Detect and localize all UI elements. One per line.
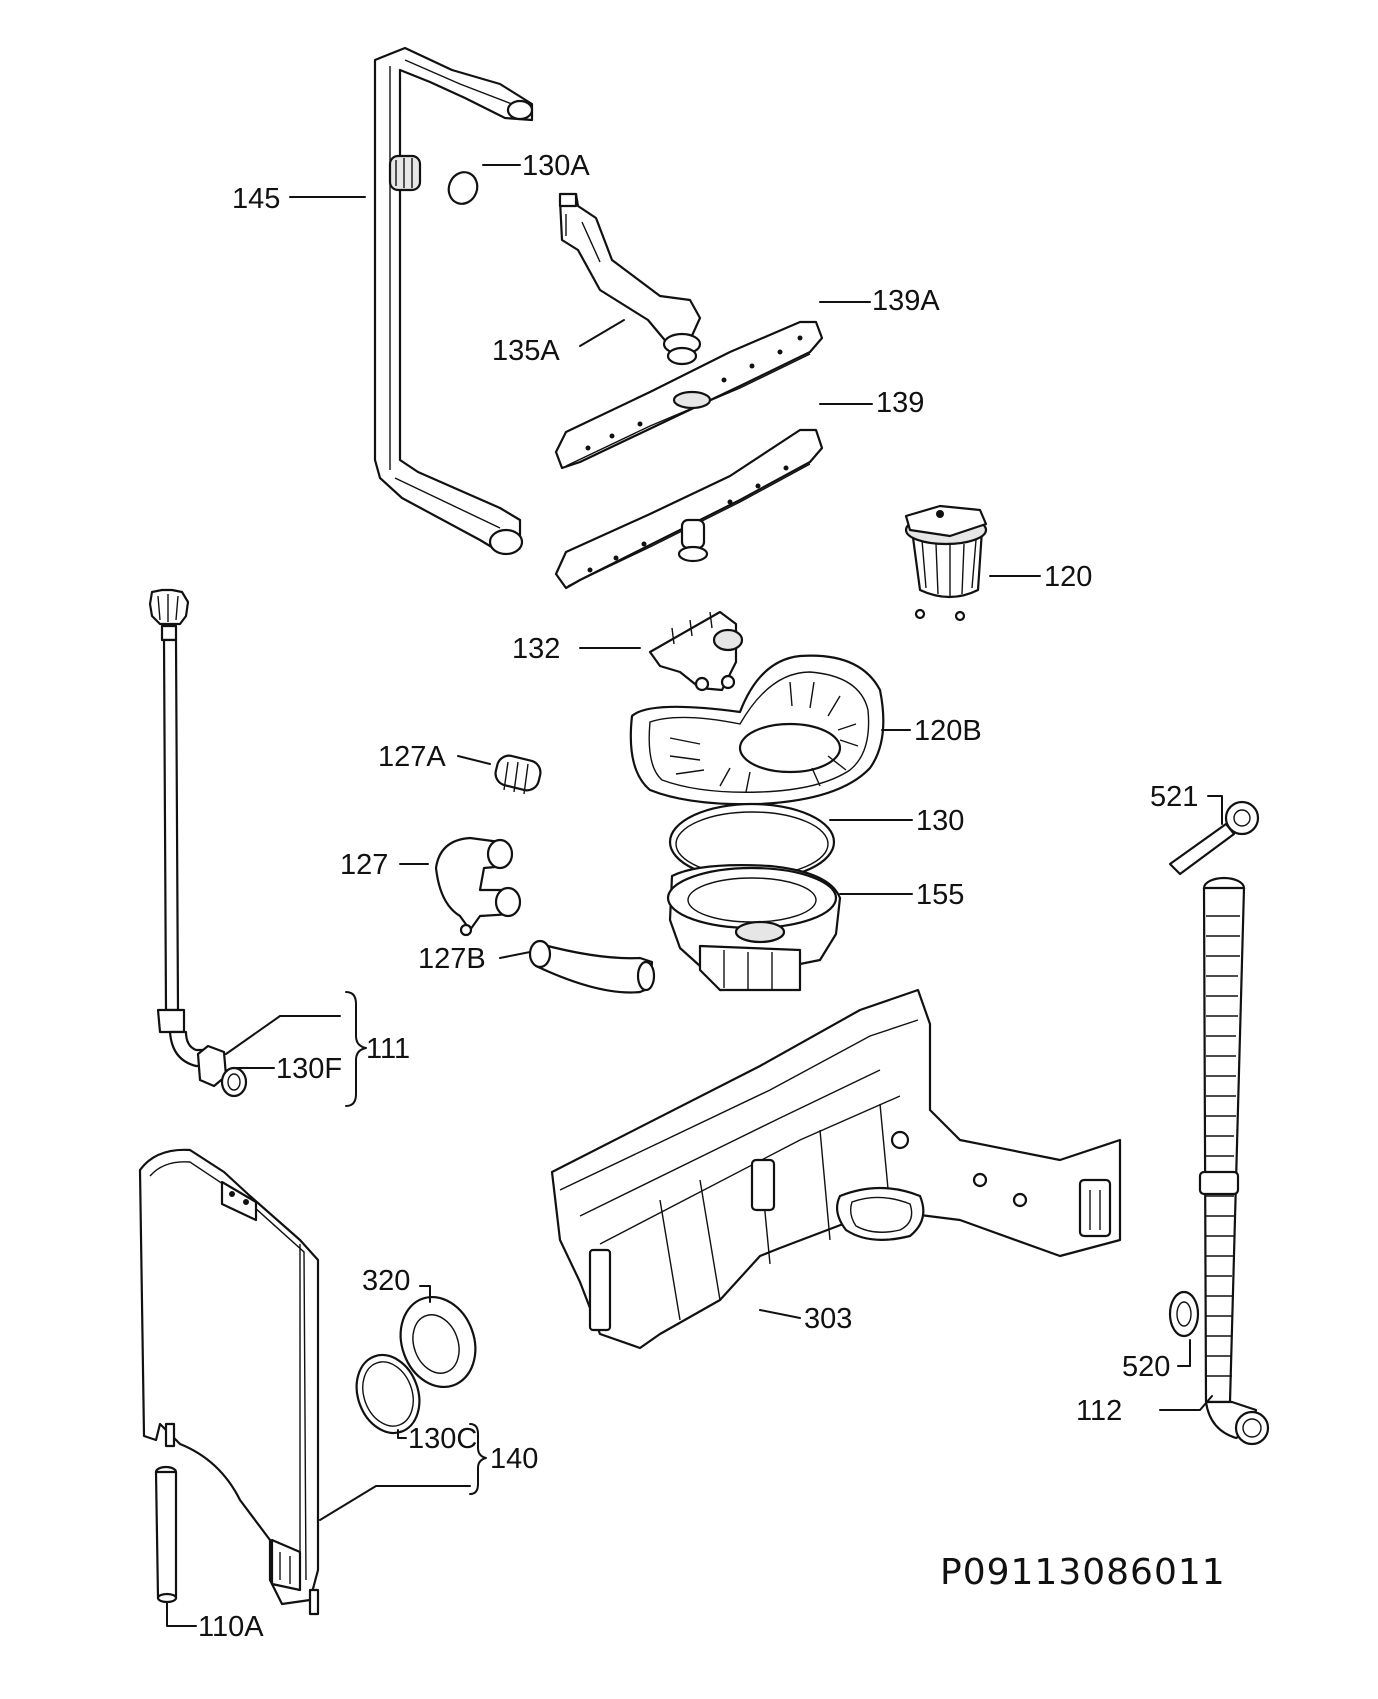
part-130F-washer[interactable] xyxy=(220,1066,248,1098)
part-521-clip[interactable] xyxy=(1168,800,1260,876)
part-320-seal[interactable] xyxy=(388,1286,487,1397)
part-145-supply-tube[interactable] xyxy=(373,46,534,556)
part-127B-hose[interactable] xyxy=(528,939,656,994)
part-127-pipe-connector[interactable] xyxy=(434,836,522,937)
label-155: 155 xyxy=(916,879,964,911)
label-127A: 127A xyxy=(378,741,446,773)
part-130A-o-ring[interactable] xyxy=(444,168,481,208)
part-110A-tube[interactable] xyxy=(154,1465,178,1604)
label-130: 130 xyxy=(916,805,964,837)
label-110A: 110A xyxy=(198,1611,264,1643)
label-139A: 139A xyxy=(872,285,940,317)
label-120: 120 xyxy=(1044,561,1092,593)
leader-lines xyxy=(166,164,1223,1627)
part-120-filter[interactable] xyxy=(904,504,988,622)
label-130A: 130A xyxy=(522,150,590,182)
label-132: 132 xyxy=(512,633,560,665)
label-140: 140 xyxy=(490,1443,538,1475)
part-155-sump[interactable] xyxy=(666,864,842,992)
label-127B: 127B xyxy=(418,943,486,975)
part-140-water-softener[interactable] xyxy=(138,1148,320,1616)
document-code: P09113086011 xyxy=(940,1552,1226,1593)
part-135A-arm-bracket[interactable] xyxy=(558,192,702,366)
label-112: 112 xyxy=(1076,1395,1122,1427)
label-520: 520 xyxy=(1122,1351,1170,1383)
part-112-drain-hose[interactable] xyxy=(1198,876,1270,1446)
label-120B: 120B xyxy=(914,715,982,747)
part-120B-micro-filter[interactable] xyxy=(629,654,885,806)
label-320: 320 xyxy=(362,1265,410,1297)
label-111: 111 xyxy=(366,1033,410,1065)
label-130F: 130F xyxy=(276,1053,342,1085)
label-521: 521 xyxy=(1150,781,1198,813)
label-135A: 135A xyxy=(492,335,560,367)
part-111-inlet-hose[interactable] xyxy=(148,588,228,1088)
part-132-valve[interactable] xyxy=(648,610,744,692)
part-130C-gasket[interactable] xyxy=(346,1346,430,1442)
callout-labels: 145 130A 135A 139A 139 120 132 120B 127A… xyxy=(198,150,1226,1643)
label-303: 303 xyxy=(804,1303,852,1335)
part-520-grommet[interactable] xyxy=(1168,1290,1200,1338)
label-127: 127 xyxy=(340,849,388,881)
label-145: 145 xyxy=(232,183,280,215)
part-127A-connector-sleeve[interactable] xyxy=(493,753,543,795)
part-139A-upper-spray-arm[interactable] xyxy=(554,320,824,470)
label-139: 139 xyxy=(876,387,924,419)
part-303-base-tray[interactable] xyxy=(550,988,1122,1350)
part-139-lower-spray-arm[interactable] xyxy=(554,428,824,590)
label-130C: 130C xyxy=(408,1423,477,1455)
